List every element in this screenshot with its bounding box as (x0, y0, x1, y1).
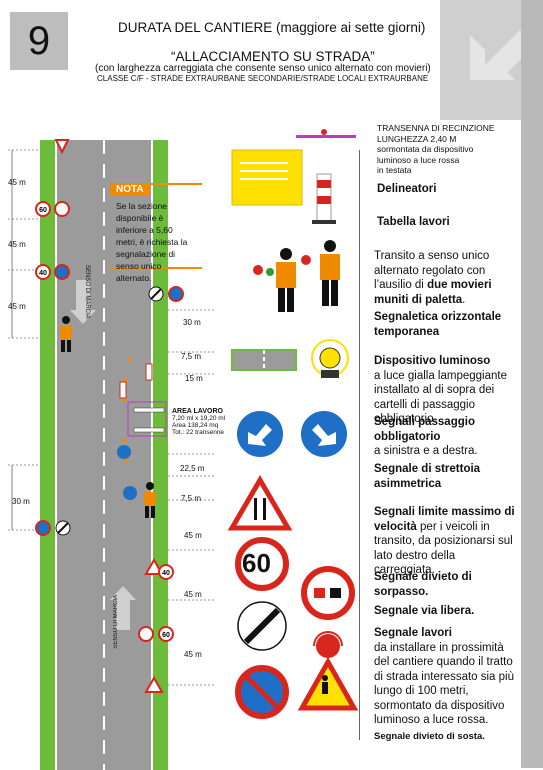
left-distance-3: 45 m (8, 302, 26, 311)
legend-sosta: Segnale divieto di sosta. (374, 731, 485, 742)
right-distance-2: 7,5 m (181, 352, 202, 361)
legend-segnaletica: Segnaletica orizzontale temporanea (374, 311, 502, 338)
work-area-label: AREA LAVORO 7,20 ml x 19,20 ml Area 138,… (172, 408, 226, 436)
direction-arrows (70, 280, 136, 630)
left-distance-ticks (8, 149, 40, 531)
legend-limite: Segnali limite massimo di velocità per i… (374, 506, 515, 576)
right-distance-4: 22,5 m (180, 464, 205, 473)
right-distance-3: 15 m (185, 374, 203, 383)
legend-transito: Transito a senso unico alternato regolat… (374, 250, 492, 306)
work-area-outline (127, 401, 167, 437)
legend-divider (359, 150, 360, 740)
legend-transenna: TRANSENNA DI RECINZIONE LUNGHEZZA 2,40 M… (377, 123, 495, 175)
direction-label-lower: SENSO DI MARCIA (113, 595, 119, 649)
page-number-badge: 9 (10, 12, 68, 70)
flagger-figures (60, 316, 156, 518)
right-distance-8: 45 m (184, 650, 202, 659)
sidebar-strip (521, 0, 543, 768)
left-signs: 60 40 (35, 139, 71, 536)
left-distance-4: 30 m (12, 497, 30, 506)
corner-arrow-icon (470, 30, 535, 80)
delineator-posts (119, 363, 153, 399)
nota-label: NOTA (110, 183, 150, 196)
nota-text: Se la sezione disponibile è inferiore a … (116, 201, 188, 283)
direction-label-upper: SENSO DI MARCIA (84, 265, 90, 319)
legend-strettoia: Segnale di strettoia asimmetrica (374, 463, 481, 490)
legend-sorpasso: Segnale divieto di sorpasso. (374, 571, 472, 598)
cones (122, 358, 132, 462)
page-subtitle: “ALLACCIAMENTO SU STRADA” (171, 49, 375, 64)
legend-images (227, 129, 359, 719)
right-distance-6: 45 m (184, 531, 202, 540)
road-diagram: 60 40 40 60 (8, 139, 215, 770)
legend-tabella: Tabella lavori (377, 216, 450, 228)
right-signs: 40 60 (117, 286, 184, 693)
right-distance-7: 45 m (184, 590, 202, 599)
page-title: DURATA DEL CANTIERE (maggiore ai sette g… (118, 20, 426, 35)
road-class-line: CLASSE C/F - STRADE EXTRAURBANE SECONDAR… (97, 74, 429, 83)
svg-text:40: 40 (39, 270, 47, 277)
left-distance-2: 45 m (8, 240, 26, 249)
speed-limit-value: 60 (242, 548, 271, 578)
page-note: (con larghezza carreggiata che consente … (95, 63, 431, 74)
legend-delineatori: Delineatori (377, 183, 437, 195)
svg-text:60: 60 (39, 207, 47, 214)
nota-box (110, 183, 202, 269)
work-board-icon (231, 149, 303, 206)
svg-text:60: 60 (162, 632, 170, 639)
legend-via-libera: Segnale via libera. (374, 605, 475, 617)
right-distance-5: 7,5 m (181, 494, 202, 503)
left-distance-1: 45 m (8, 178, 26, 187)
right-distance-1: 30 m (183, 318, 201, 327)
svg-text:40: 40 (162, 570, 170, 577)
